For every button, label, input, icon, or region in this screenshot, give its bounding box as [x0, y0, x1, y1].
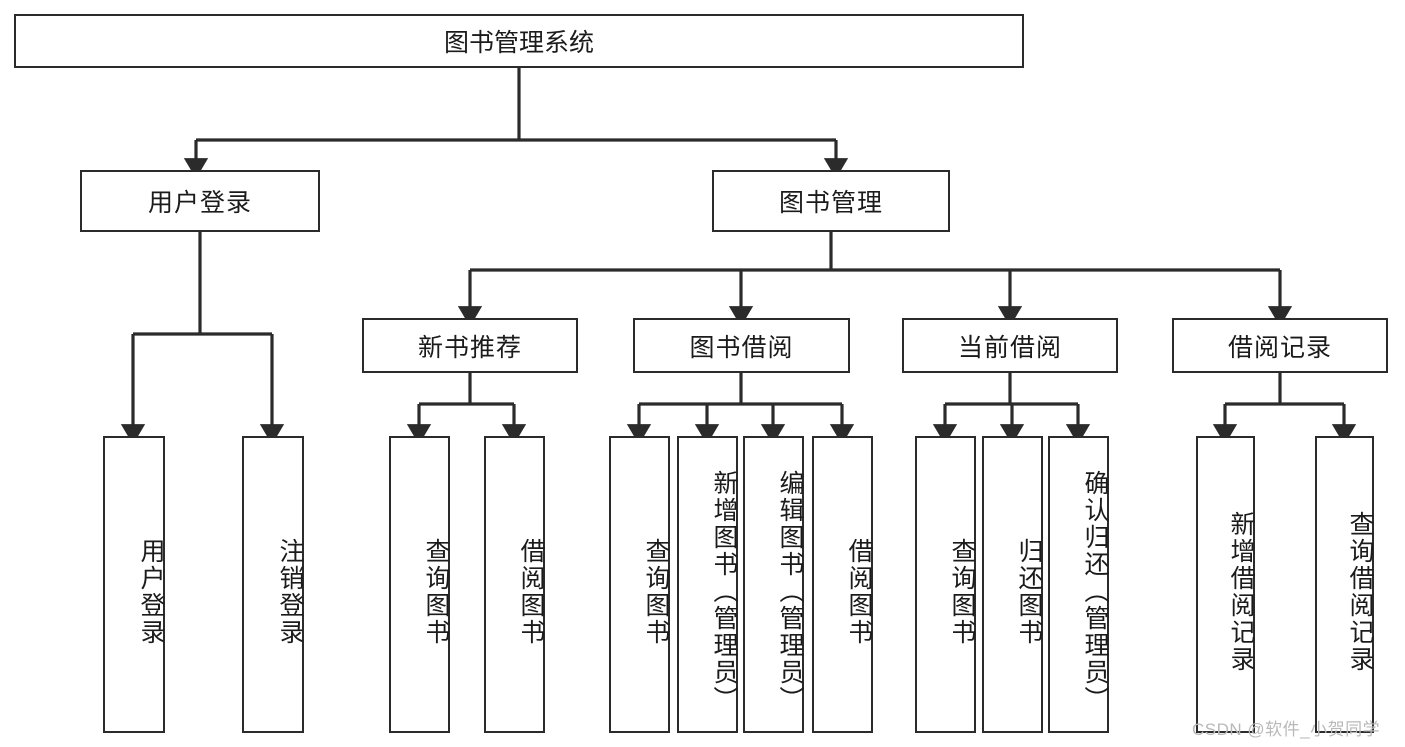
node-leaf-add-record-label: 新增借阅记录: [1227, 510, 1255, 673]
node-leaf-return-book[interactable]: 归还图书: [982, 436, 1043, 733]
node-leaf-borrow-book-2[interactable]: 借阅图书: [812, 436, 873, 733]
node-leaf-add-book[interactable]: 新增图书（管理员）: [677, 436, 738, 733]
node-leaf-user-logout[interactable]: 注销登录: [242, 436, 304, 733]
node-new-book-recommend[interactable]: 新书推荐: [362, 318, 578, 373]
node-root-label: 图书管理系统: [443, 29, 594, 57]
node-leaf-query-book-2[interactable]: 查询图书: [609, 436, 670, 733]
node-leaf-query-record[interactable]: 查询借阅记录: [1315, 436, 1374, 733]
node-leaf-confirm-return-label: 确认归还（管理员）: [1081, 470, 1109, 713]
node-leaf-add-book-label: 新增图书（管理员）: [710, 470, 738, 713]
node-leaf-add-record[interactable]: 新增借阅记录: [1196, 436, 1255, 733]
node-leaf-query-book-3[interactable]: 查询图书: [915, 436, 976, 733]
node-book-borrow[interactable]: 图书借阅: [633, 318, 850, 373]
node-current-borrow[interactable]: 当前借阅: [902, 318, 1118, 373]
node-leaf-query-book-2-label: 查询图书: [642, 537, 670, 646]
node-leaf-confirm-return[interactable]: 确认归还（管理员）: [1048, 436, 1109, 733]
node-leaf-query-book-1-label: 查询图书: [422, 537, 450, 646]
node-leaf-borrow-book-2-label: 借阅图书: [845, 537, 873, 646]
node-leaf-borrow-book-1-label: 借阅图书: [517, 537, 545, 646]
node-leaf-query-book-3-label: 查询图书: [948, 537, 976, 646]
node-leaf-user-logout-label: 注销登录: [276, 537, 304, 646]
node-current-borrow-label: 当前借阅: [957, 333, 1062, 362]
node-book-manage[interactable]: 图书管理: [712, 170, 950, 232]
node-leaf-query-book-1[interactable]: 查询图书: [389, 436, 450, 733]
node-leaf-edit-book[interactable]: 编辑图书（管理员）: [743, 436, 804, 733]
node-borrow-record-label: 借阅记录: [1227, 333, 1332, 362]
node-leaf-borrow-book-1[interactable]: 借阅图书: [484, 436, 545, 733]
node-borrow-record[interactable]: 借阅记录: [1172, 318, 1388, 373]
node-leaf-return-book-label: 归还图书: [1015, 537, 1043, 646]
node-book-manage-label: 图书管理: [778, 189, 883, 217]
node-book-borrow-label: 图书借阅: [689, 333, 794, 362]
node-leaf-user-login-label: 用户登录: [137, 537, 165, 646]
node-leaf-user-login[interactable]: 用户登录: [103, 436, 165, 733]
csdn-watermark: CSDN @软件_小贺同学: [1192, 720, 1381, 739]
node-user-login[interactable]: 用户登录: [80, 170, 320, 232]
node-root[interactable]: 图书管理系统: [14, 14, 1024, 68]
node-leaf-query-record-label: 查询借阅记录: [1346, 510, 1374, 673]
node-leaf-edit-book-label: 编辑图书（管理员）: [776, 470, 804, 713]
node-new-book-recommend-label: 新书推荐: [417, 333, 522, 362]
node-user-login-label: 用户登录: [147, 189, 252, 217]
